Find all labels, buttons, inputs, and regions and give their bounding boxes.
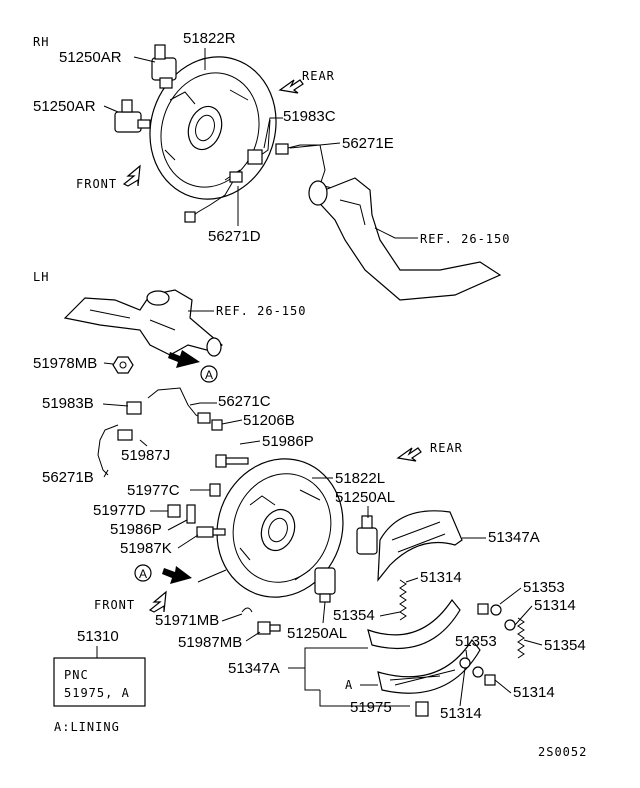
backing-plate-icon (149, 56, 277, 200)
wheel-cylinder-icon (114, 99, 151, 133)
part-56271E[interactable]: 56271E (342, 135, 394, 152)
part-51314-b[interactable]: 51314 (534, 597, 576, 614)
backing-plate-icon (216, 458, 344, 598)
figure-code: 2S0052 (538, 745, 587, 759)
svg-text:A: A (205, 368, 213, 382)
bolt-icon (257, 621, 281, 635)
rear-arrow-icon (396, 447, 422, 462)
wheel-cylinder-icon (314, 567, 336, 603)
part-51250AR-upper[interactable]: 51250AR (59, 49, 122, 66)
part-51977C[interactable]: 51977C (127, 482, 180, 499)
part-51250AR-lower[interactable]: 51250AR (33, 98, 96, 115)
svg-text:A: A (139, 567, 147, 581)
part-51353-upper[interactable]: 51353 (523, 579, 565, 596)
part-51347A-lower[interactable]: 51347A (228, 660, 280, 677)
part-56271C[interactable]: 56271C (218, 393, 271, 410)
front-label-bottom: FRONT (94, 598, 135, 612)
rear-arrow-icon (278, 79, 304, 94)
part-51986P-upper[interactable]: 51986P (262, 433, 314, 450)
ref-label-lh: REF. 26-150 (216, 304, 306, 318)
part-51971MB[interactable]: 51971MB (155, 612, 219, 629)
pnc-box-value: 51975, A (64, 686, 130, 700)
callout-a-upper: A (200, 365, 218, 383)
svg-text:A: A (345, 678, 353, 692)
part-51310[interactable]: 51310 (77, 628, 119, 645)
part-51314-d[interactable]: 51314 (440, 705, 482, 722)
part-51353-lower[interactable]: 51353 (455, 633, 497, 650)
part-51250AL-lower[interactable]: 51250AL (287, 625, 347, 642)
part-51978MB[interactable]: 51978MB (33, 355, 97, 372)
rear-label-bottom: REAR (430, 441, 463, 455)
part-51250AL-upper[interactable]: 51250AL (335, 489, 395, 506)
bolt-icon (167, 504, 226, 538)
wheel-cylinder-icon (151, 44, 177, 89)
part-56271D[interactable]: 56271D (208, 228, 261, 245)
part-51314-c[interactable]: 51314 (513, 684, 555, 701)
callout-a-lower: A (134, 564, 152, 582)
arrow-icon (162, 566, 192, 584)
part-51977D[interactable]: 51977D (93, 502, 146, 519)
lh-section-label: LH (33, 270, 49, 284)
nut-icon (112, 356, 134, 374)
brake-hose-icon (184, 119, 341, 223)
part-51354-upper[interactable]: 51354 (333, 607, 375, 624)
rear-label-top: REAR (302, 69, 335, 83)
axle-housing-icon (63, 289, 223, 357)
pin-icon (415, 701, 429, 717)
part-51822L[interactable]: 51822L (335, 470, 385, 487)
part-51986P-lower[interactable]: 51986P (110, 521, 162, 538)
part-56271B[interactable]: 56271B (42, 469, 94, 486)
pnc-box (53, 657, 146, 707)
clip-icon (209, 483, 221, 497)
part-51983B[interactable]: 51983B (42, 395, 94, 412)
snap-ring-icon (241, 607, 253, 613)
part-51354-lower[interactable]: 51354 (544, 637, 586, 654)
brake-shoe-icon (377, 510, 463, 582)
arrow-icon (168, 350, 200, 368)
part-51983C[interactable]: 51983C (283, 108, 336, 125)
part-51206B[interactable]: 51206B (243, 412, 295, 429)
wheel-cylinder-icon (356, 515, 378, 555)
axle-housing-icon (308, 177, 502, 301)
part-51975[interactable]: 51975 (350, 699, 392, 716)
front-arrow-icon (148, 590, 167, 613)
spring-icon (399, 579, 525, 659)
part-51987J[interactable]: 51987J (121, 447, 170, 464)
part-51347A-upper[interactable]: 51347A (488, 529, 540, 546)
brake-shoe-icon (367, 598, 481, 694)
callout-a-text: A (345, 678, 353, 692)
ref-label-top: REF. 26-150 (420, 232, 510, 246)
front-label-top: FRONT (76, 177, 117, 191)
lining-note: A:LINING (54, 720, 120, 734)
part-51822R[interactable]: 51822R (183, 30, 236, 47)
pnc-box-title: PNC (64, 668, 89, 682)
brake-hose-icon (97, 387, 223, 476)
part-51987K[interactable]: 51987K (120, 540, 172, 557)
front-arrow-icon (122, 164, 141, 187)
part-51314-a[interactable]: 51314 (420, 569, 462, 586)
part-51987MB[interactable]: 51987MB (178, 634, 242, 651)
bolt-icon (215, 454, 249, 468)
rh-section-label: RH (33, 35, 49, 49)
